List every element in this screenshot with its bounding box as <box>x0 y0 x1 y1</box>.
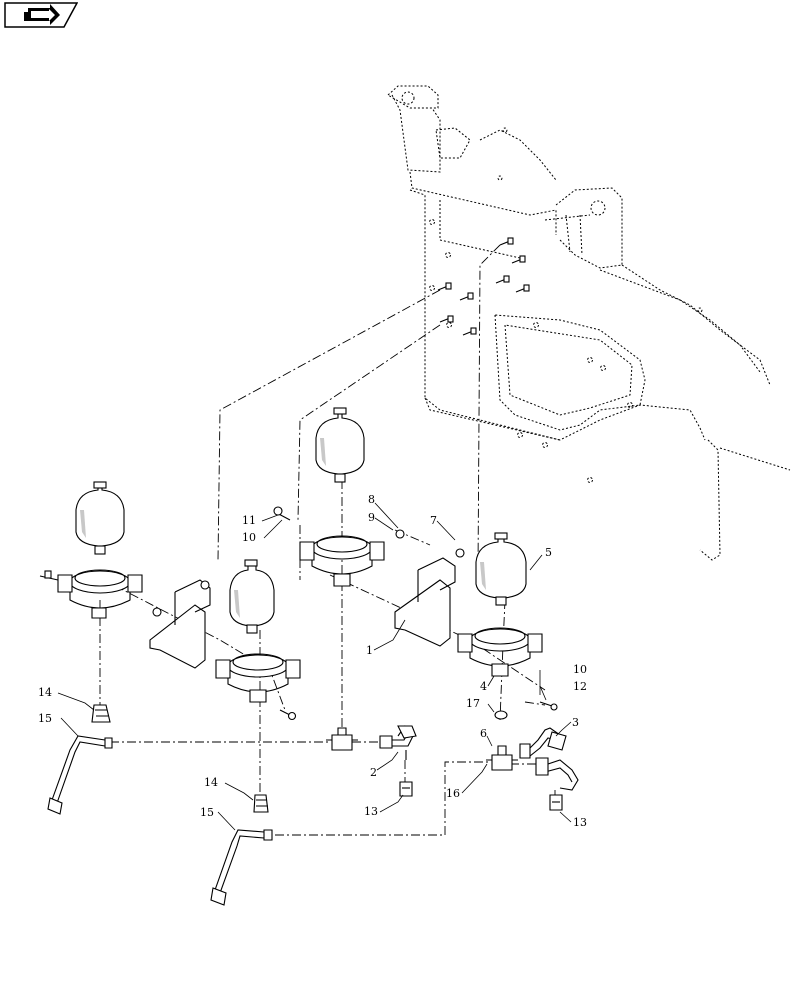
callout-7: 7 <box>430 514 437 527</box>
callout-17: 17 <box>466 697 480 710</box>
clamp-center-low <box>215 653 301 721</box>
clamp-right <box>457 627 543 677</box>
clamp-left <box>39 569 143 619</box>
next-page-button[interactable] <box>4 2 79 28</box>
callout-14-center: 14 <box>204 776 218 789</box>
tee-fitting-center <box>326 727 358 751</box>
next-page-arrow-icon <box>4 2 79 28</box>
bracket-left <box>149 579 211 669</box>
fitting-13-right <box>549 794 563 811</box>
callout-10-right: 10 <box>573 663 587 676</box>
pipe-assembly-3 <box>519 727 579 791</box>
callout-3: 3 <box>572 716 579 729</box>
bolts-and-washers <box>273 506 558 720</box>
fitting-13-center <box>399 781 413 797</box>
callout-13-center: 13 <box>364 805 378 818</box>
callout-15-center: 15 <box>200 806 214 819</box>
callout-2: 2 <box>370 766 377 779</box>
frame-mounting-bolts <box>437 237 530 336</box>
accumulator-left <box>75 481 125 555</box>
callout-8: 8 <box>368 493 375 506</box>
callout-1: 1 <box>366 644 373 657</box>
callout-16: 16 <box>446 787 460 800</box>
hose-15-left <box>47 735 113 815</box>
frame-bolt-holes <box>429 127 703 483</box>
leader-lines <box>57 502 572 831</box>
callout-14-left: 14 <box>38 686 52 699</box>
callout-13-right: 13 <box>573 816 587 829</box>
callout-5: 5 <box>545 546 552 559</box>
chassis-frame <box>387 85 791 561</box>
accumulator-center-low <box>229 559 275 634</box>
callout-10-upper: 10 <box>242 531 256 544</box>
callout-12: 12 <box>573 680 587 693</box>
elbow-fitting-2 <box>379 725 417 760</box>
accumulator-center-top <box>315 407 365 483</box>
callout-labels: 1 2 3 4 5 6 7 8 9 10 10 11 12 13 13 14 1… <box>38 493 587 829</box>
callout-11: 11 <box>242 514 256 527</box>
callout-15-left: 15 <box>38 712 52 725</box>
clamp-center-top <box>299 535 385 587</box>
callout-4: 4 <box>480 680 487 693</box>
fitting-14-left <box>91 704 111 723</box>
hose-15-center <box>210 829 273 906</box>
callout-6: 6 <box>480 727 487 740</box>
bracket-right <box>394 529 465 647</box>
tee-fitting-6 <box>486 745 518 771</box>
callout-9: 9 <box>368 511 375 524</box>
accumulator-right <box>475 532 527 606</box>
fitting-14-center <box>253 794 269 813</box>
